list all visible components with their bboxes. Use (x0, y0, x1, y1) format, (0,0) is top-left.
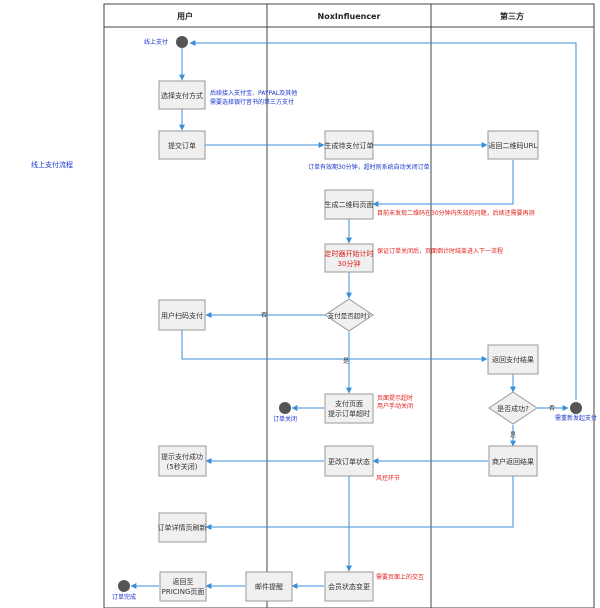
node-member-change-label: 会员状态变更 (328, 582, 370, 591)
note-timeout-line1: 页面提示超时 (377, 394, 413, 402)
node-timer-line1: 定时器开始计时 (325, 249, 374, 258)
node-return-result-label: 返回支付结果 (492, 355, 534, 364)
start-terminal (176, 36, 188, 48)
decision-is-success: 是否成功? (488, 391, 538, 425)
node-member-change: 会员状态变更 (324, 571, 374, 602)
node-tip-success-line2: (5秒关闭) (167, 462, 198, 471)
decision-is-success-label: 是否成功? (497, 404, 529, 413)
arrow-repay-loop-to-start (189, 40, 577, 400)
arrow-qr-url-to-qr-page (372, 160, 514, 207)
node-return-result: 返回支付结果 (487, 344, 539, 375)
connectors (130, 40, 577, 589)
node-user-scan-label: 用户扫码支付 (161, 311, 203, 320)
order-done-label: 订单完成 (112, 593, 136, 601)
node-return-pricing-line2: PRICING页面 (162, 588, 205, 596)
node-timer: 定时器开始计时 30分钟 (324, 243, 374, 273)
node-return-qr-url: 返回二维码URL (487, 130, 539, 160)
node-select-method: 选择支付方式 (158, 80, 206, 110)
node-pay-page-line1: 支付页面 (335, 399, 363, 408)
node-user-scan: 用户扫码支付 (158, 299, 206, 331)
note-risk: 风控环节 (376, 474, 400, 482)
decision-is-timeout: 支付是否超时? (324, 298, 374, 332)
node-mail-notice: 邮件提醒 (245, 571, 293, 602)
node-pay-page-line2: 提示订单超时 (328, 409, 370, 418)
label-timeout-yes: 是 (343, 358, 349, 365)
order-closed-terminal (279, 402, 291, 414)
lane-header-user: 用户 (176, 11, 193, 21)
lane-header-third-party: 第三方 (500, 11, 524, 21)
node-gen-qr-page-label: 生成二维码页面 (325, 200, 374, 209)
node-merchant-result-label: 商户返回结果 (492, 457, 534, 466)
note-interaction: 需要页面上的交互 (376, 573, 424, 581)
node-update-status-label: 更改订单状态 (328, 457, 370, 466)
order-closed-label: 订单关闭 (273, 415, 297, 423)
note-timer: 保证订单关闭后，页面倒计时结束进入下一流程 (377, 247, 503, 255)
node-merchant-result: 商户返回结果 (488, 445, 538, 477)
node-tip-success: 提示支付成功 (5秒关闭) (158, 445, 207, 477)
repay-label: 需重新发起支付 (555, 414, 597, 422)
node-submit-order: 提交订单 (158, 130, 206, 160)
diagram-side-title: 线上支付流程 (31, 160, 73, 169)
label-timeout-no: 否 (261, 312, 267, 319)
node-return-pricing: 返回至 PRICING页面 (159, 571, 207, 602)
note-qr-expire: 目前未发现二维码在30分钟内失效的问题，后续还需要再测 (377, 209, 535, 217)
node-return-qr-url-label: 返回二维码URL (489, 141, 538, 150)
node-mail-notice-label: 邮件提醒 (255, 582, 283, 591)
note-method-line1: 后续接入支付宝、PAYPAL及其他 (210, 89, 297, 97)
node-tip-success-line1: 提示支付成功 (161, 452, 203, 461)
node-refresh-detail-label: 订单详情页刷新 (158, 523, 207, 532)
repay-terminal (570, 402, 582, 414)
node-submit-order-label: 提交订单 (168, 141, 196, 150)
node-return-pricing-line1: 返回至 (173, 578, 194, 586)
node-update-status: 更改订单状态 (324, 445, 374, 477)
note-timeout-line2: 用户手动关闭 (377, 402, 413, 410)
arrow-merchant-to-refresh (205, 476, 514, 530)
decision-is-timeout-label: 支付是否超时? (328, 311, 370, 320)
start-label: 线上支付 (144, 38, 168, 46)
node-refresh-detail: 订单详情页刷新 (158, 512, 207, 543)
arrow-scan-to-result (181, 330, 488, 362)
node-gen-qr-page: 生成二维码页面 (324, 189, 374, 220)
node-gen-pending-label: 生成待支付订单 (325, 141, 374, 150)
note-order-expire: 订单有效期30分钟，超时则系统自动关闭订单 (308, 163, 430, 171)
order-done-terminal (118, 580, 130, 592)
swimlane-frame (103, 3, 595, 608)
node-pay-page: 支付页面 提示订单超时 (324, 393, 374, 424)
label-success-yes: 是 (510, 432, 516, 439)
node-gen-pending: 生成待支付订单 (324, 130, 374, 160)
node-timer-line2: 30分钟 (338, 259, 361, 268)
lane-header-nox: NoxInfluencer (318, 12, 381, 21)
label-success-no: 否 (549, 405, 555, 412)
note-method-line2: 需要选择银行音书的第三方支付 (210, 98, 294, 106)
node-select-method-label: 选择支付方式 (161, 91, 203, 100)
